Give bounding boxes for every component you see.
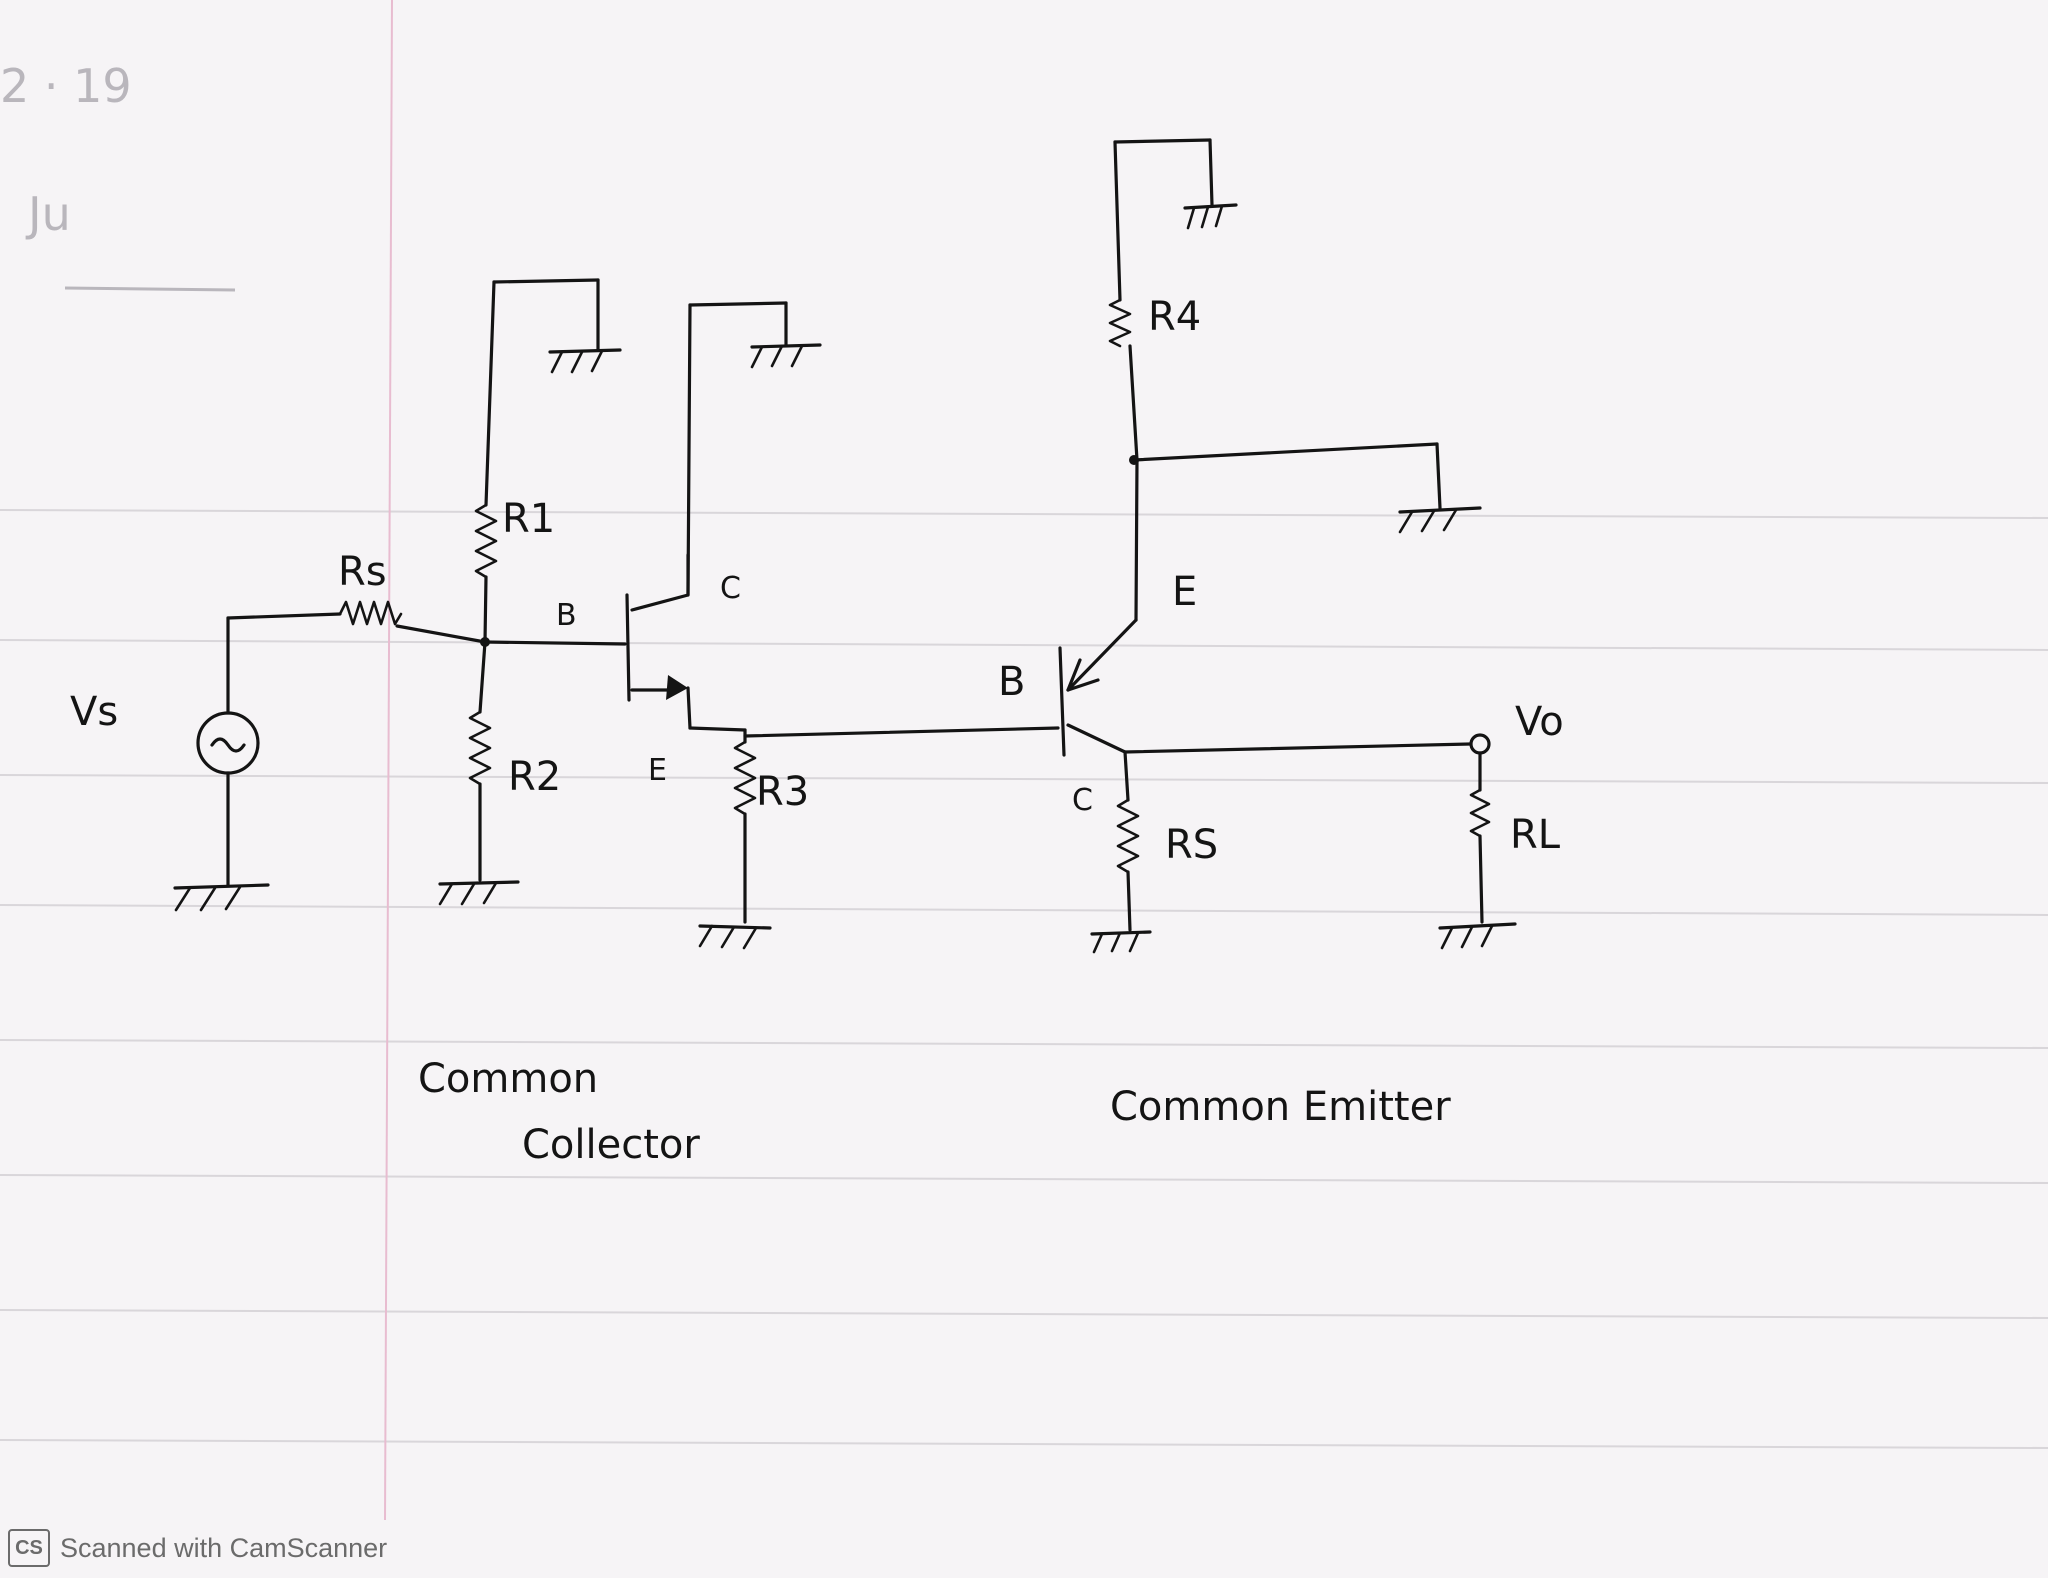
- resistor-r4: [1108, 138, 1214, 462]
- ground-symbol-r2: [438, 880, 520, 906]
- label-r2: R2: [508, 754, 561, 800]
- ground-symbol-q1-collector: [750, 343, 822, 369]
- ground-symbol-r3: [698, 924, 772, 950]
- ground-symbol-r1: [548, 348, 622, 374]
- bias-resistor-r2: [468, 640, 492, 882]
- label-q2-emitter: E: [1172, 569, 1197, 615]
- caption-common-collector-line2: Collector: [522, 1122, 700, 1168]
- ground-symbol-bypass: [1398, 506, 1482, 534]
- label-q1-collector: C: [720, 571, 741, 606]
- camscanner-watermark: CS Scanned with CamScanner: [8, 1528, 387, 1568]
- label-r4: R4: [1148, 294, 1201, 340]
- circuit-schematic: [173, 138, 1517, 954]
- emitter-bypass-wire: [1129, 442, 1442, 510]
- svg-text:2 · 19: 2 · 19: [0, 59, 132, 113]
- ground-symbol-vs: [173, 883, 270, 912]
- label-vs: Vs: [70, 689, 118, 735]
- ruled-lines: [0, 0, 2048, 1521]
- label-rl: RL: [1510, 812, 1561, 858]
- label-r5: RS: [1165, 822, 1218, 868]
- caption-common-collector-line1: Common: [418, 1056, 598, 1102]
- transistor-q1: [480, 301, 788, 732]
- svg-text:Ju: Ju: [25, 187, 71, 241]
- voltage-source: [196, 616, 260, 887]
- faint-page-header: 2 · 19 Ju: [0, 59, 236, 292]
- bias-resistor-r1: [474, 278, 600, 644]
- stage-captions: Common Collector Common Emitter: [418, 1056, 1451, 1168]
- caption-common-emitter: Common Emitter: [1110, 1084, 1451, 1130]
- output-wire: [1123, 733, 1491, 755]
- label-q2-collector: C: [1072, 783, 1093, 818]
- label-rs-input: Rs: [338, 549, 387, 595]
- label-r1: R1: [502, 496, 555, 542]
- input-resistor-rs: [226, 600, 487, 644]
- load-resistor-rl: [1469, 751, 1491, 924]
- ground-symbol-r5: [1090, 930, 1152, 954]
- interstage-wire: [743, 726, 1060, 738]
- transistor-q2: [1058, 458, 1139, 802]
- margin-line: [384, 0, 393, 1521]
- emitter-resistor-r3: [733, 728, 757, 924]
- label-q1-base: B: [556, 598, 577, 633]
- label-q2-base: B: [998, 659, 1025, 705]
- label-vo: Vo: [1515, 699, 1564, 745]
- camscanner-logo: CS: [8, 1529, 50, 1567]
- ground-symbol-rl: [1438, 922, 1517, 950]
- camscanner-text: Scanned with CamScanner: [60, 1532, 388, 1563]
- component-labels: Vs Rs R1 R2 R3 R4 RS RL Vo B C E B E C: [70, 294, 1564, 868]
- label-r3: R3: [756, 769, 809, 815]
- label-q1-emitter: E: [648, 753, 667, 788]
- ground-symbol-r4: [1183, 203, 1238, 230]
- collector-resistor-r5: [1116, 798, 1140, 932]
